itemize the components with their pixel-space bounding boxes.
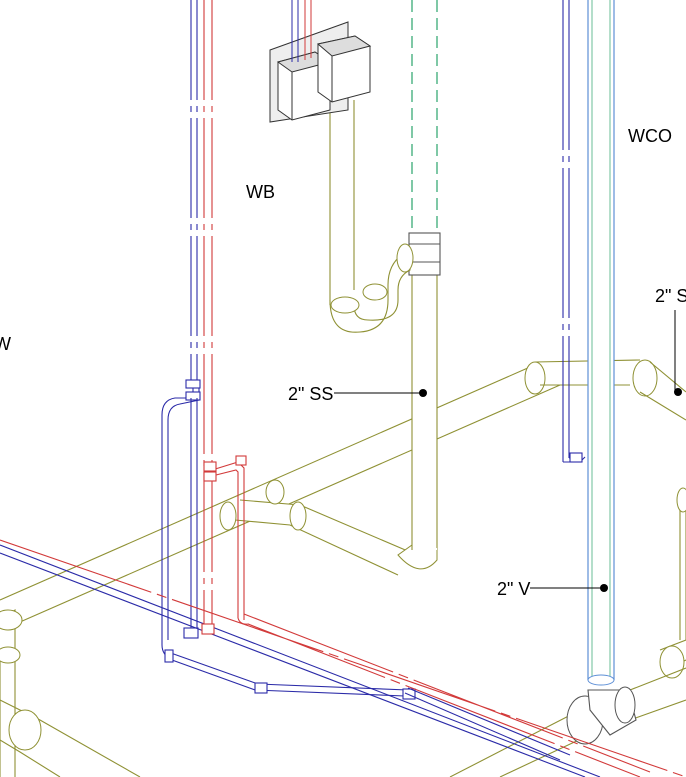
cw-wb-branch [161,380,200,645]
trap-fitting [330,296,360,314]
cw-fitting-mid [185,391,201,401]
wco-base-side [614,686,636,724]
ss-leader-dot [419,389,427,397]
label-ss-main: 2" SS [288,384,333,404]
stack-tee-fitting [408,232,441,276]
label-vent-main: 2" V [497,579,530,599]
left-fitting [0,609,23,631]
cold-water-piping [0,0,601,777]
right-elbow [632,359,658,397]
header-fitting [524,361,546,395]
vent-leader-dot [600,584,608,592]
right-low-fitting [659,645,685,679]
valve-box-left [276,51,332,121]
ss-right-leader-dot [674,388,682,396]
cw-fitting-low [183,627,199,639]
cw-fitting-bottom-left [164,649,174,663]
sanitary-left-runs [0,608,141,777]
trap-arm-fitting [396,243,414,273]
hw-fitting-tee [203,471,217,482]
hw-fitting-low [201,623,215,635]
right-run-down [639,361,686,421]
lower-left-fitting [8,709,42,751]
annotation-leaders [334,310,682,592]
hw-diagonal-main [0,539,686,777]
header-edge-top [0,366,531,601]
hw-fitting-mid [235,455,247,466]
wb-p-trap [329,100,414,333]
hw-fitting-top [203,461,217,472]
hw-branch [211,461,245,620]
cw-wco-fitting [569,452,583,463]
cw-fitting-bottom-mid [254,682,268,694]
cw-diagonal-main [0,544,601,777]
hw-riser-wb [203,0,213,630]
label-ss-partial: 2" S [655,286,686,306]
cw-diagonal-right [404,687,571,761]
cw-riser-down [190,398,198,630]
wb-wall-box-fixture [269,0,372,123]
vent-piping [411,0,615,686]
wye-fitting [289,501,307,531]
wye-fitting-upper [265,479,285,505]
label-w-partial: W [0,334,11,354]
cw-riser-wb [190,0,198,380]
trap-fitting-2 [362,283,388,301]
left-fitting-low [0,646,21,664]
valve-box-right [316,35,372,103]
label-wb: WB [246,182,275,202]
wco-vent-stack [587,0,615,686]
sanitary-wye-branch [219,479,438,576]
wye-fitting-left [219,501,237,531]
cw-wco-riser [562,0,570,462]
sanitary-main-header [0,359,686,623]
vent-stack-top-ring [587,674,615,686]
sanitary-right-runs [449,487,686,777]
supply-stub-cw [291,0,299,62]
label-wco: WCO [628,126,672,146]
vent-stack-above-ss [411,0,438,233]
header-edge-bottom [19,384,561,623]
cw-fitting-top [185,379,201,389]
supply-stub-hw [304,0,312,60]
sanitary-piping [0,100,686,777]
right-cap [676,487,686,513]
